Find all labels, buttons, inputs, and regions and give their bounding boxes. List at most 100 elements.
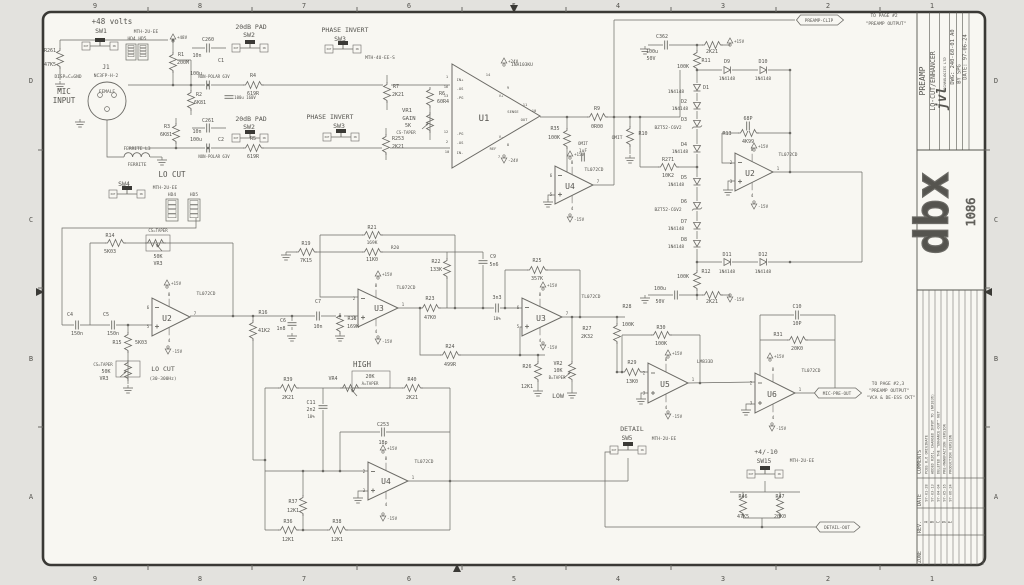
schematic-label: R22 <box>431 259 440 265</box>
header-pin <box>139 51 147 54</box>
header-pin <box>189 209 199 214</box>
opamp-pin: 1 <box>402 302 405 307</box>
schematic-label: TL072CD <box>779 152 798 158</box>
schematic-label: C362 <box>656 34 668 40</box>
net-flag <box>813 387 863 399</box>
schematic-label: R25 <box>532 258 541 264</box>
zone-pointer-icon <box>36 288 44 296</box>
resistor-bg <box>244 144 262 152</box>
junction-dot <box>788 68 792 72</box>
resistor <box>278 383 299 393</box>
diode-bg <box>758 66 768 74</box>
capacitor-bg <box>794 310 800 320</box>
resistor <box>243 143 264 153</box>
schematic-label: R37 <box>288 499 297 505</box>
schematic-label: DISP=C=GND <box>54 74 81 80</box>
schematic-label: "PREAMP OUTPUT" <box>869 388 910 394</box>
power-arrow-icon <box>566 216 574 223</box>
resistor-bg <box>249 321 257 339</box>
schematic-label: TL072CD <box>415 459 434 465</box>
schematic-label: -OS <box>457 86 465 91</box>
zone-label-right: A <box>994 493 999 501</box>
schematic-label: SENSE <box>507 109 519 114</box>
schematic-label: D2 <box>681 99 687 105</box>
resistor-bg <box>187 91 195 109</box>
power-label: +15V <box>672 351 683 356</box>
sheet-border <box>41 10 987 567</box>
zone-label-bottom: 5 <box>512 575 516 583</box>
power-dot <box>770 422 774 426</box>
schematic-label: 619R <box>247 154 260 160</box>
junction-dot <box>418 306 422 310</box>
schematic-label: D10 <box>758 59 767 65</box>
power-label: +15V <box>774 354 785 359</box>
net-flag <box>815 521 861 533</box>
brand-logo: dbx <box>905 171 959 254</box>
xlr-pin <box>111 92 117 98</box>
schematic-label: 11 <box>523 102 528 107</box>
power-dot <box>165 285 169 289</box>
header-pin <box>167 209 177 214</box>
schematic-label: 619R <box>247 91 260 97</box>
schematic-label: D9 <box>724 59 730 65</box>
resistor-bg <box>383 83 391 101</box>
switch-in-label: IN <box>353 135 357 139</box>
schematic-label: 499R <box>444 362 457 368</box>
schematic-label: 100K <box>655 341 667 347</box>
schematic-label: HD5 <box>190 192 198 198</box>
zone-pointer-icon <box>984 288 992 296</box>
opamp-pin: 8 <box>539 292 542 297</box>
junction-dot <box>263 458 267 462</box>
schematic-label: LOW <box>552 392 564 400</box>
junction-dot <box>788 170 792 174</box>
opamp-u4b <box>367 461 410 501</box>
resistor <box>738 495 748 516</box>
schematic-label: 2n2 <box>306 407 315 413</box>
power-label: -15V <box>547 345 558 350</box>
schematic-label: C6 <box>280 318 286 324</box>
junction-dot <box>628 115 632 119</box>
schematic-label: 4K99 <box>742 139 754 145</box>
header-pin <box>189 213 199 218</box>
power-dot <box>728 43 732 47</box>
opamp-u4t <box>554 165 595 205</box>
schematic-label: R20 <box>391 245 399 251</box>
diode-bg <box>722 258 732 266</box>
schematic-label: 100u 160V <box>234 95 256 100</box>
revision-rev: D <box>942 520 947 523</box>
resistor <box>296 247 317 257</box>
schematic-label: 1n8 <box>276 326 285 332</box>
opamp-pin: 8 <box>385 456 388 461</box>
resistor <box>186 90 196 111</box>
diode-bg <box>693 221 701 231</box>
schematic-label: R1 <box>178 52 184 58</box>
zone-label-bottom: 9 <box>93 575 97 583</box>
switch-lever <box>122 186 132 190</box>
resistor-bg <box>426 88 434 106</box>
junction-dot <box>638 115 642 119</box>
schematic-label: R4 <box>250 73 256 79</box>
schematic-label: C253 <box>377 422 389 428</box>
resistor <box>692 50 702 71</box>
schematic-label: U4 <box>381 477 391 486</box>
resistor-bg <box>363 248 381 256</box>
schematic-label: 20dB PAD <box>235 23 266 31</box>
schematic-label: 10n <box>192 53 201 59</box>
schematic-label: BZT52-C6V2 <box>654 207 681 213</box>
schematic-label: 1N4148 <box>668 226 685 232</box>
schematic-label: NON-POLAR 63V <box>198 74 230 79</box>
schematic-label: 16 <box>444 84 449 89</box>
diode <box>692 202 702 210</box>
schematic-label: 2K21 <box>282 395 294 401</box>
opamp-pin: 1 <box>777 166 780 171</box>
resistor <box>658 162 679 172</box>
capacitor-bg <box>478 259 488 265</box>
schematic-label: U6 <box>767 390 777 399</box>
header-pin <box>127 48 135 51</box>
schematic-label: C10 <box>792 304 801 310</box>
power-arrow-icon <box>163 279 171 286</box>
schematic-label: 150n <box>71 331 83 337</box>
wiper-arrow <box>156 244 159 248</box>
schematic-label: 13 <box>444 93 449 98</box>
power-dot <box>381 450 385 454</box>
